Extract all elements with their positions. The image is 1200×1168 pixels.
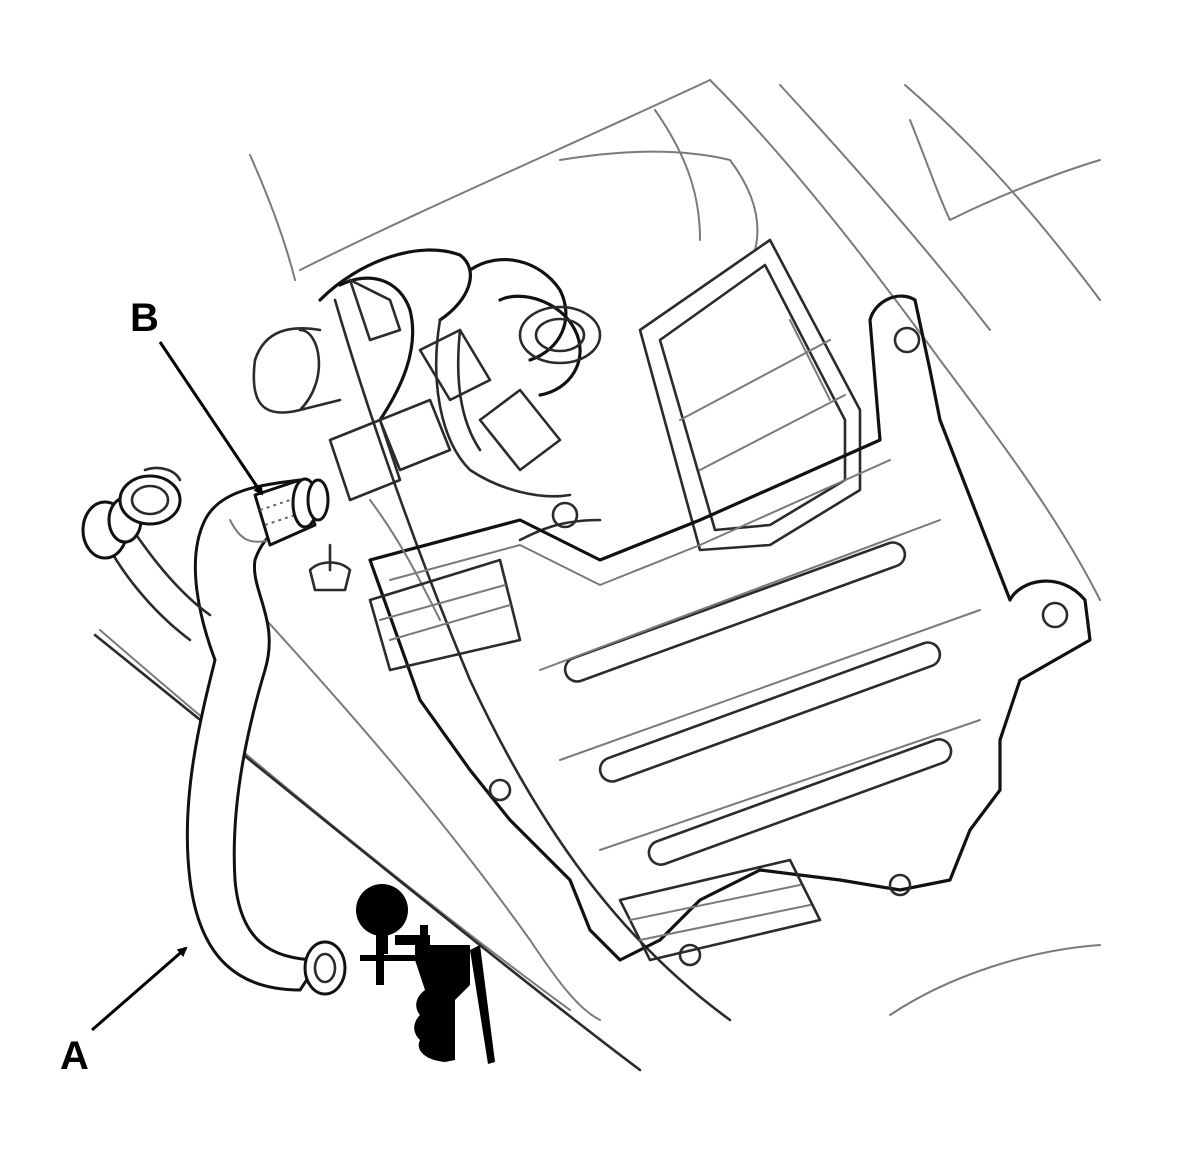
hose-b-coupling [253, 477, 330, 547]
lower-housing [368, 558, 522, 672]
mounting-bracket [368, 294, 1092, 967]
callout-label-b: B [130, 296, 159, 340]
hose-a [185, 478, 347, 996]
wiring-harness [252, 248, 602, 621]
strut-lines [93, 298, 732, 1072]
body-contours [99, 79, 1101, 1021]
leader-lines [91, 341, 264, 1032]
leader-b-arrow [158, 341, 264, 496]
vacuum-pump-tool-icon [356, 884, 495, 1064]
callout-label-a: A [60, 1034, 89, 1078]
leader-a-arrow [91, 946, 188, 1032]
left-tube [81, 466, 212, 642]
